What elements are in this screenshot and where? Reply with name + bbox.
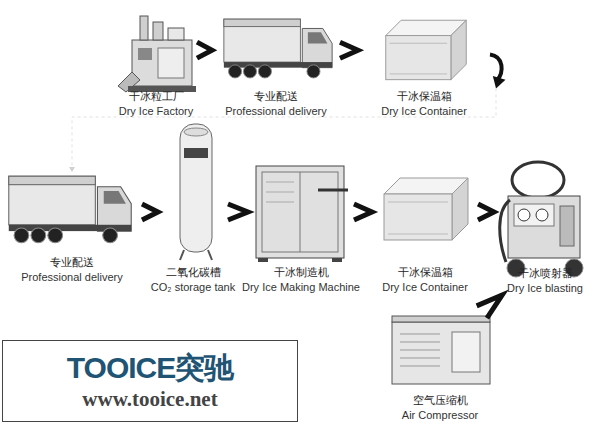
caption-en: Dry Ice blasting — [507, 281, 583, 295]
flow-arrow — [142, 204, 158, 220]
caption-en: Dry Ice Container — [382, 280, 468, 294]
equipment-node: 专业配送Professional delivery — [2, 172, 142, 284]
caption-cn: 干冰保温箱 — [398, 266, 453, 280]
flow-arrow — [354, 204, 372, 220]
caption-en: Dry Ice Container — [381, 104, 467, 118]
equipment-node: 干冰保温箱Dry Ice Container — [358, 12, 490, 118]
flow-arrow — [478, 204, 494, 220]
logo-box: TOOICE突驰www.tooice.net — [2, 340, 298, 422]
blaster-illustration — [500, 162, 583, 277]
container-illustration — [386, 20, 467, 79]
machine-illustration — [256, 166, 348, 262]
caption-en: Dry Ice Making Machine — [242, 280, 360, 294]
caption-cn: 干冰粒工厂 — [129, 90, 184, 104]
flow-arrow — [197, 42, 212, 58]
caption-cn: 干冰制造机 — [274, 266, 329, 280]
flow-arrow — [477, 295, 502, 318]
flow-arrow — [228, 204, 248, 220]
caption-en: Professional delivery — [225, 104, 327, 118]
container-illustration — [384, 178, 468, 240]
equipment-node: 二氧化碳槽CO₂ storage tank — [158, 121, 228, 294]
equipment-node: 干冰粒工厂Dry Ice Factory — [115, 12, 197, 118]
equipment-node: 专业配送Professional delivery — [212, 12, 340, 118]
truck-illustration — [9, 176, 131, 243]
truck-illustration — [224, 19, 332, 78]
caption-cn: 干冰喷射器 — [518, 267, 573, 281]
caption-cn: 空气压缩机 — [413, 394, 468, 408]
caption-cn: 二氧化碳槽 — [166, 266, 221, 280]
tank-illustration — [180, 124, 212, 260]
compressor-illustration — [392, 316, 490, 384]
flow-arrow — [340, 42, 358, 58]
website-url: www.tooice.net — [82, 386, 217, 412]
caption-cn: 干冰保温箱 — [397, 90, 452, 104]
caption-cn: 专业配送 — [50, 256, 94, 270]
caption-en: Dry Ice Factory — [119, 104, 194, 118]
equipment-node: 干冰保温箱Dry Ice Container — [372, 165, 478, 294]
flow-arrow — [69, 54, 505, 172]
equipment-node: 干冰制造机Dry Ice Making Machine — [248, 160, 354, 294]
brand-name: TOOICE突驰 — [67, 350, 233, 386]
caption-en: CO₂ storage tank — [151, 280, 235, 294]
caption-cn: 专业配送 — [254, 90, 298, 104]
equipment-node: 空气压缩机Air Compressor — [385, 312, 495, 422]
caption-en: Air Compressor — [402, 408, 478, 422]
factory-illustration — [118, 16, 196, 92]
equipment-node: 干冰喷射器Dry Ice blasting — [494, 150, 596, 295]
caption-en: Professional delivery — [21, 270, 123, 284]
